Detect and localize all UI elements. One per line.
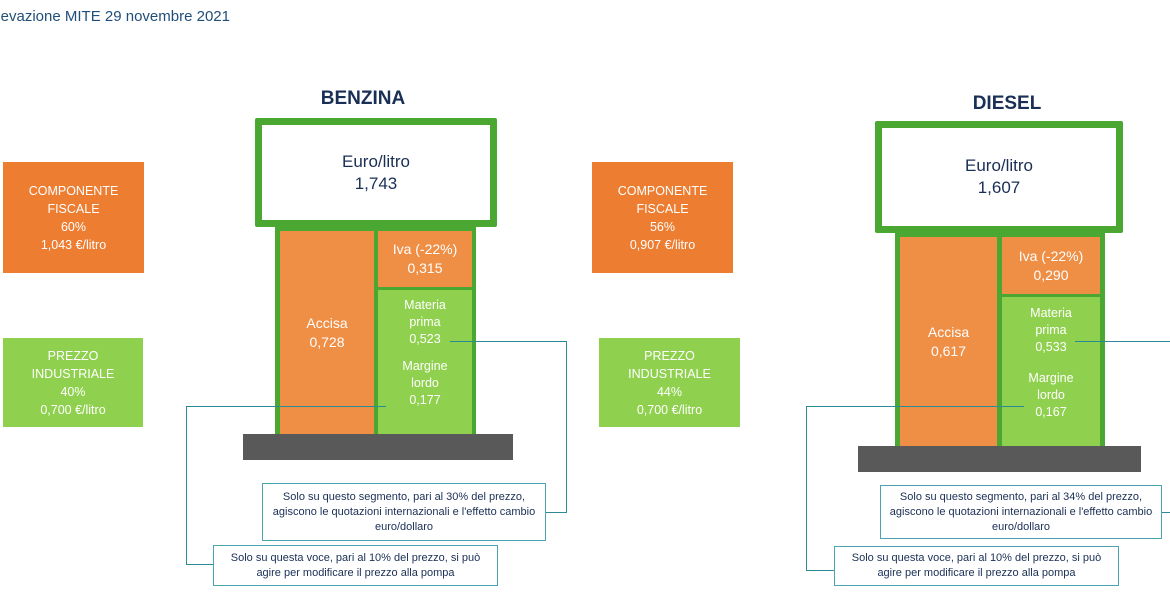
badge-label: COMPONENTE bbox=[617, 183, 708, 198]
connector-line bbox=[450, 341, 567, 342]
segment-label: Accisa bbox=[927, 324, 970, 340]
benzina-title: BENZINA bbox=[320, 88, 406, 109]
segment-label: prima bbox=[1035, 323, 1067, 337]
margine-value: 0,167 bbox=[1035, 405, 1067, 419]
segment-value: 0,290 bbox=[1033, 266, 1069, 283]
note-line: euro/dollaro bbox=[374, 520, 434, 533]
diesel-price-sign: Euro/litro 1,607 bbox=[875, 121, 1123, 233]
badge-label: FISCALE bbox=[636, 201, 689, 216]
diesel-margine-note: Solo su questa voce, pari al 10% del pre… bbox=[834, 546, 1119, 586]
note-line: euro/dollaro bbox=[991, 520, 1051, 533]
connector-line bbox=[545, 512, 567, 513]
diesel-materia-note: Solo su questo segmento, pari al 34% del… bbox=[880, 485, 1162, 539]
segment-label: prima bbox=[409, 315, 441, 329]
connector-line bbox=[806, 406, 1024, 407]
badge-amount: 1,043 €/litro bbox=[40, 237, 107, 252]
margine-label: lordo bbox=[1037, 388, 1065, 402]
margine-label: Margine bbox=[1028, 371, 1074, 385]
benzina-materia-prima-segment: Materia prima 0,523 Margine lordo 0,177 bbox=[378, 290, 472, 435]
connector-line bbox=[806, 406, 807, 571]
badge-label: INDUSTRIALE bbox=[31, 366, 115, 381]
connector-line bbox=[186, 406, 386, 407]
note-line: agiscono le quotazioni internazionali e … bbox=[889, 505, 1153, 518]
badge-label: PREZZO bbox=[47, 348, 99, 363]
benzina-pump-base bbox=[243, 434, 513, 460]
benzina-prezzo-industriale-badge: PREZZO INDUSTRIALE 40% 0,700 €/litro bbox=[3, 338, 143, 427]
segment-value: 0,533 bbox=[1035, 340, 1067, 354]
diesel-title: DIESEL bbox=[972, 93, 1042, 114]
margine-label: Margine bbox=[402, 359, 448, 373]
benzina-iva-segment: Iva (-22%) 0,315 bbox=[378, 231, 472, 287]
badge-label: INDUSTRIALE bbox=[628, 366, 711, 381]
badge-amount: 0,700 €/litro bbox=[40, 402, 106, 417]
badge-label: PREZZO bbox=[644, 348, 695, 363]
note-line: agiscono le quotazioni internazionali e … bbox=[272, 505, 536, 518]
connector-line bbox=[1075, 341, 1170, 342]
benzina-margine-note: Solo su questa voce, pari al 10% del pre… bbox=[213, 545, 498, 586]
diesel-iva-segment: Iva (-22%) 0,290 bbox=[1002, 237, 1100, 294]
diesel-prezzo-industriale-badge: PREZZO INDUSTRIALE 44% 0,700 €/litro bbox=[599, 338, 740, 427]
note-line: Solo su questa voce, pari al 10% del pre… bbox=[230, 551, 481, 564]
segment-value: 0,523 bbox=[409, 332, 441, 346]
badge-label: COMPONENTE bbox=[28, 183, 119, 198]
diesel-materia-prima-segment: Materia prima 0,533 Margine lordo 0,167 bbox=[1002, 297, 1100, 447]
segment-label: Materia bbox=[404, 298, 446, 312]
diesel-pump-base bbox=[858, 446, 1141, 472]
page-header: ilevazione MITE 29 novembre 2021 bbox=[0, 8, 230, 25]
margine-value: 0,177 bbox=[409, 393, 441, 407]
benzina-accisa-segment: Accisa 0,728 bbox=[280, 231, 374, 435]
note-line: agire per modificare il prezzo alla pomp… bbox=[256, 566, 455, 579]
note-line: agire per modificare il prezzo alla pomp… bbox=[877, 567, 1076, 579]
diesel-componente-fiscale-badge: COMPONENTE FISCALE 56% 0,907 €/litro bbox=[592, 162, 733, 273]
badge-percent: 56% bbox=[649, 219, 676, 234]
segment-value: 0,617 bbox=[930, 343, 967, 359]
sign-value: 1,607 bbox=[977, 178, 1021, 197]
badge-amount: 0,700 €/litro bbox=[636, 402, 703, 417]
benzina-price-sign: Euro/litro 1,743 bbox=[255, 118, 497, 227]
connector-line bbox=[566, 341, 567, 513]
note-line: Solo su questo segmento, pari al 34% del… bbox=[899, 490, 1143, 503]
connector-line bbox=[806, 570, 834, 571]
diesel-accisa-segment: Accisa 0,617 bbox=[900, 237, 997, 447]
note-line: Solo su questo segmento, pari al 30% del… bbox=[282, 490, 526, 503]
badge-percent: 44% bbox=[656, 384, 683, 399]
benzina-materia-note: Solo su questo segmento, pari al 30% del… bbox=[262, 483, 546, 541]
badge-percent: 40% bbox=[60, 384, 86, 399]
badge-label: FISCALE bbox=[47, 201, 100, 216]
connector-line bbox=[186, 406, 187, 565]
badge-amount: 0,907 €/litro bbox=[629, 237, 696, 252]
segment-label: Materia bbox=[1030, 306, 1072, 320]
margine-label: lordo bbox=[411, 376, 439, 390]
note-line: Solo su questa voce, pari al 10% del pre… bbox=[851, 552, 1102, 564]
sign-unit: Euro/litro bbox=[341, 151, 411, 171]
sign-value: 1,743 bbox=[354, 173, 398, 193]
segment-value: 0,315 bbox=[407, 260, 443, 276]
badge-percent: 60% bbox=[60, 219, 87, 234]
segment-label: Iva (-22%) bbox=[1018, 247, 1084, 264]
segment-label: Accisa bbox=[306, 315, 348, 331]
segment-value: 0,728 bbox=[309, 334, 345, 350]
connector-line bbox=[186, 564, 213, 565]
sign-unit: Euro/litro bbox=[964, 156, 1034, 175]
segment-label: Iva (-22%) bbox=[392, 241, 458, 257]
benzina-componente-fiscale-badge: COMPONENTE FISCALE 60% 1,043 €/litro bbox=[3, 162, 144, 273]
connector-line bbox=[1160, 512, 1170, 513]
